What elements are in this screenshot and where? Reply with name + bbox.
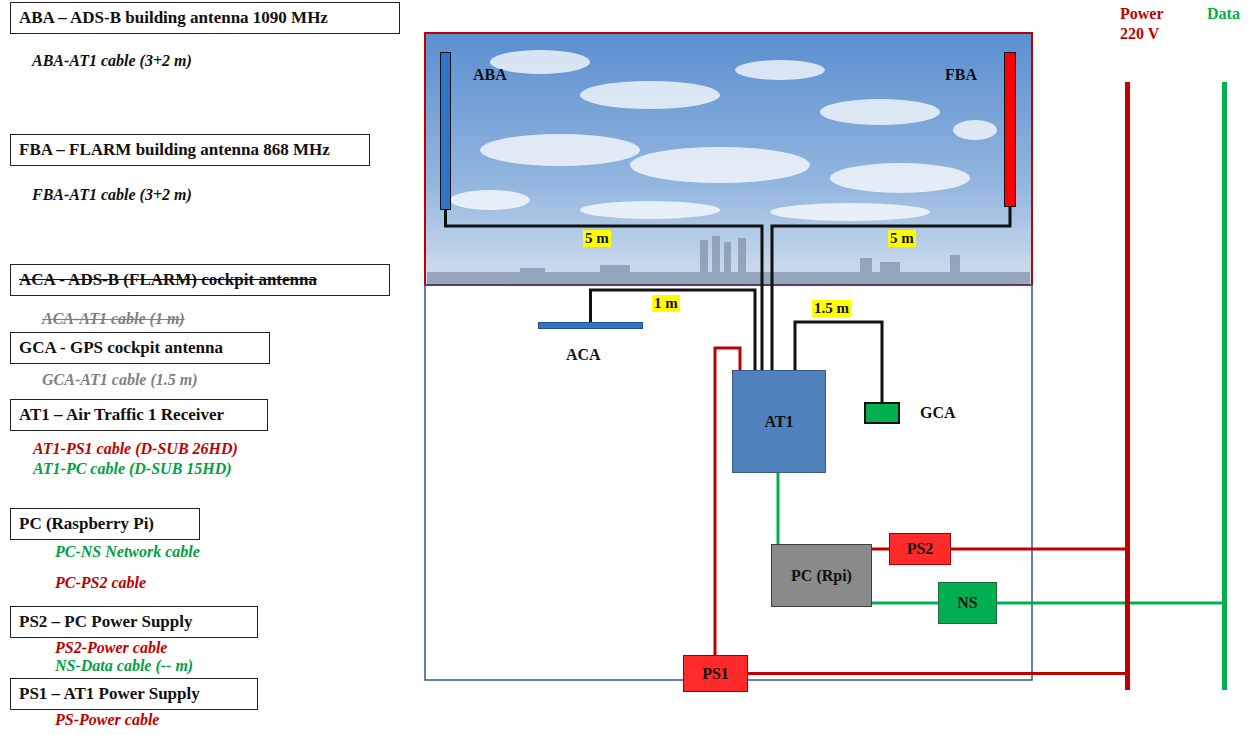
cable — [772, 207, 1010, 370]
building — [860, 258, 872, 285]
cable-label: PS-Power cable — [55, 711, 159, 729]
receiver-box: AT1 — [732, 370, 826, 473]
cable — [997, 602, 1222, 605]
legend-box: AT1 – Air Traffic 1 Receiver — [10, 399, 268, 431]
cable-label: ABA-AT1 cable (3+2 m) — [32, 52, 192, 70]
cable-label: FBA-AT1 cable (3+2 m) — [32, 186, 192, 204]
cloud — [450, 190, 530, 210]
building — [950, 255, 960, 285]
cable — [951, 548, 1125, 551]
cable-label: NS-Data cable (-- m) — [55, 657, 193, 675]
building — [600, 265, 630, 285]
legend-box: FBA – FLARM building antenna 868 MHz — [10, 134, 370, 166]
cable-label: PC-NS Network cable — [55, 543, 200, 561]
legend-box: PS1 – AT1 Power Supply — [10, 678, 258, 710]
building — [738, 238, 746, 285]
cable-label: PS2-Power cable — [55, 639, 167, 657]
cloud — [580, 81, 720, 109]
power-line: Power 220 V — [1125, 82, 1130, 690]
cloud — [830, 163, 970, 193]
sky-photo — [425, 33, 1032, 285]
part-name: ACA - ADS-B (FLARM) cockpit antenna — [19, 270, 317, 289]
cable-length: 1.5 m — [812, 300, 851, 317]
cable-label: GCA-AT1 cable (1.5 m) — [42, 371, 198, 389]
cable — [872, 548, 889, 551]
cable — [591, 290, 756, 370]
part-name: GCA - GPS cockpit antenna — [19, 338, 223, 357]
building — [520, 268, 545, 285]
part-label: ACA — [566, 345, 601, 365]
part-label: Data — [1207, 4, 1240, 24]
cloud — [735, 60, 825, 80]
part-label: PC (Rpi) — [791, 566, 852, 586]
part-label: PS2 — [907, 539, 934, 559]
antenna: FBA — [1004, 52, 1016, 207]
building — [724, 242, 731, 285]
power-supply: PS2 — [889, 533, 951, 565]
cable — [748, 672, 1125, 675]
part-name: FBA – FLARM building antenna 868 MHz — [19, 140, 330, 159]
cable — [872, 602, 938, 605]
cloud — [820, 99, 940, 125]
computer-box: PC (Rpi) — [771, 544, 872, 607]
cloud — [480, 134, 640, 166]
gps-antenna: GCA — [864, 402, 900, 424]
part-name: PC (Raspberry Pi) — [19, 514, 154, 533]
building — [712, 236, 720, 285]
cloud — [770, 203, 930, 221]
part-name: ABA – ADS-B building antenna 1090 MHz — [19, 8, 328, 27]
data-line: Data — [1222, 82, 1227, 690]
cloud — [630, 147, 810, 183]
cable-label: PC-PS2 cable — [55, 574, 146, 592]
legend-box: ABA – ADS-B building antenna 1090 MHz — [10, 2, 400, 34]
antenna: ACA — [538, 322, 643, 329]
legend-box: PS2 – PC Power Supply — [10, 606, 258, 638]
part-name: AT1 – Air Traffic 1 Receiver — [19, 405, 224, 424]
cloud — [580, 201, 720, 219]
part-name: PS2 – PC Power Supply — [19, 612, 193, 631]
cable-label: AT1-PC cable (D-SUB 15HD) — [33, 460, 232, 478]
legend-box: GCA - GPS cockpit antenna — [10, 332, 270, 364]
part-label: AT1 — [764, 412, 793, 432]
cable-label: ACA-AT1 cable (1 m) — [42, 310, 185, 328]
part-label: ABA — [473, 65, 507, 85]
part-label: NS — [957, 593, 977, 613]
cable — [446, 210, 763, 370]
cable-length: 5 m — [888, 230, 916, 247]
antenna: ABA — [440, 52, 451, 210]
legend-box: PC (Raspberry Pi) — [10, 508, 200, 540]
skyline — [427, 236, 1030, 285]
cloud — [953, 120, 997, 140]
cable-length: 1 m — [652, 295, 680, 312]
clouds — [450, 50, 997, 221]
part-label: GCA — [920, 403, 956, 423]
part-label: Power 220 V — [1120, 4, 1180, 44]
legend-box: ACA - ADS-B (FLARM) cockpit antenna — [10, 264, 390, 296]
part-label: PS1 — [702, 664, 729, 684]
cockpit-area — [425, 285, 1032, 680]
network-switch: NS — [938, 582, 997, 624]
outdoor-area — [425, 33, 1032, 285]
power-supply: PS1 — [683, 655, 748, 692]
part-label: FBA — [945, 65, 977, 85]
building — [700, 240, 708, 285]
building — [880, 262, 900, 285]
cable — [777, 473, 780, 544]
cable-label: AT1-PS1 cable (D-SUB 26HD) — [33, 440, 238, 458]
part-name: PS1 – AT1 Power Supply — [19, 684, 200, 703]
cable-length: 5 m — [583, 230, 611, 247]
